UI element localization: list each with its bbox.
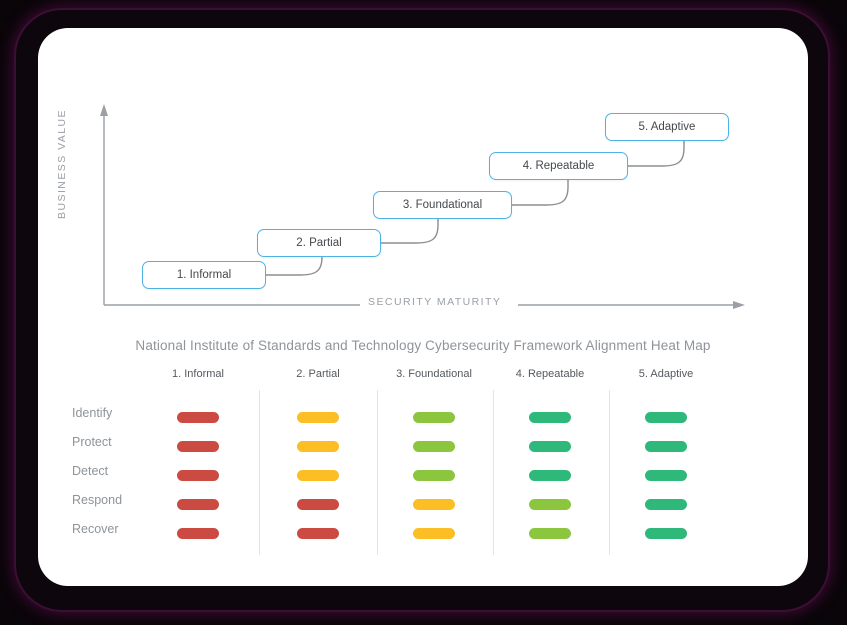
heatmap-cell[interactable] [413,412,455,423]
heatmap-cell[interactable] [297,499,339,510]
heatmap: 1. Informal 2. Partial 3. Foundational 4. R… [38,368,808,568]
heatmap-cell[interactable] [413,470,455,481]
staircase-axes-and-connectors [100,104,745,309]
y-axis-label: BUSINESS VALUE [56,109,68,219]
heatmap-row-label: Protect [72,435,112,449]
heatmap-cell[interactable] [529,470,571,481]
heatmap-cell[interactable] [645,441,687,452]
heatmap-cell[interactable] [177,412,219,423]
heatmap-cell[interactable] [177,470,219,481]
heatmap-cell[interactable] [297,470,339,481]
heatmap-row-label: Recover [72,522,119,536]
heatmap-column-header: 2. Partial [296,368,340,380]
maturity-step-5-adaptive[interactable]: 5. Adaptive [605,113,729,141]
heatmap-title: National Institute of Standards and Tech… [135,338,711,353]
heatmap-divider [259,390,260,555]
heatmap-column-header: 5. Adaptive [638,368,694,380]
heatmap-cell[interactable] [297,441,339,452]
maturity-step-3-foundational[interactable]: 3. Foundational [373,191,512,219]
heatmap-divider [493,390,494,555]
heatmap-cell[interactable] [645,499,687,510]
heatmap-cell[interactable] [645,470,687,481]
content-card: BUSINESS VALUE SECURITY MATURITY 1. Info… [38,28,808,586]
heatmap-cell[interactable] [177,528,219,539]
heatmap-column-header: 3. Foundational [396,368,472,380]
heatmap-cell[interactable] [645,412,687,423]
heatmap-cell[interactable] [529,499,571,510]
heatmap-row-label: Identify [72,406,113,420]
heatmap-divider [609,390,610,555]
heatmap-cell[interactable] [413,528,455,539]
maturity-staircase-diagram: BUSINESS VALUE SECURITY MATURITY 1. Info… [38,28,808,318]
heatmap-row-label: Respond [72,493,123,507]
heatmap-cell[interactable] [297,528,339,539]
heatmap-column-header: 4. Repeatable [515,368,585,380]
heatmap-cell[interactable] [413,499,455,510]
heatmap-cell[interactable] [177,441,219,452]
heatmap-row-label: Detect [72,464,109,478]
maturity-step-4-repeatable[interactable]: 4. Repeatable [489,152,628,180]
heatmap-cell[interactable] [529,441,571,452]
heatmap-cell[interactable] [297,412,339,423]
maturity-step-1-informal[interactable]: 1. Informal [142,261,266,289]
heatmap-column-header: 1. Informal [172,368,224,380]
heatmap-divider [377,390,378,555]
heatmap-cell[interactable] [529,412,571,423]
x-axis-label: SECURITY MATURITY [368,296,502,308]
maturity-step-2-partial[interactable]: 2. Partial [257,229,381,257]
heatmap-cell[interactable] [177,499,219,510]
heatmap-cell[interactable] [645,528,687,539]
heatmap-cell[interactable] [529,528,571,539]
heatmap-cell[interactable] [413,441,455,452]
